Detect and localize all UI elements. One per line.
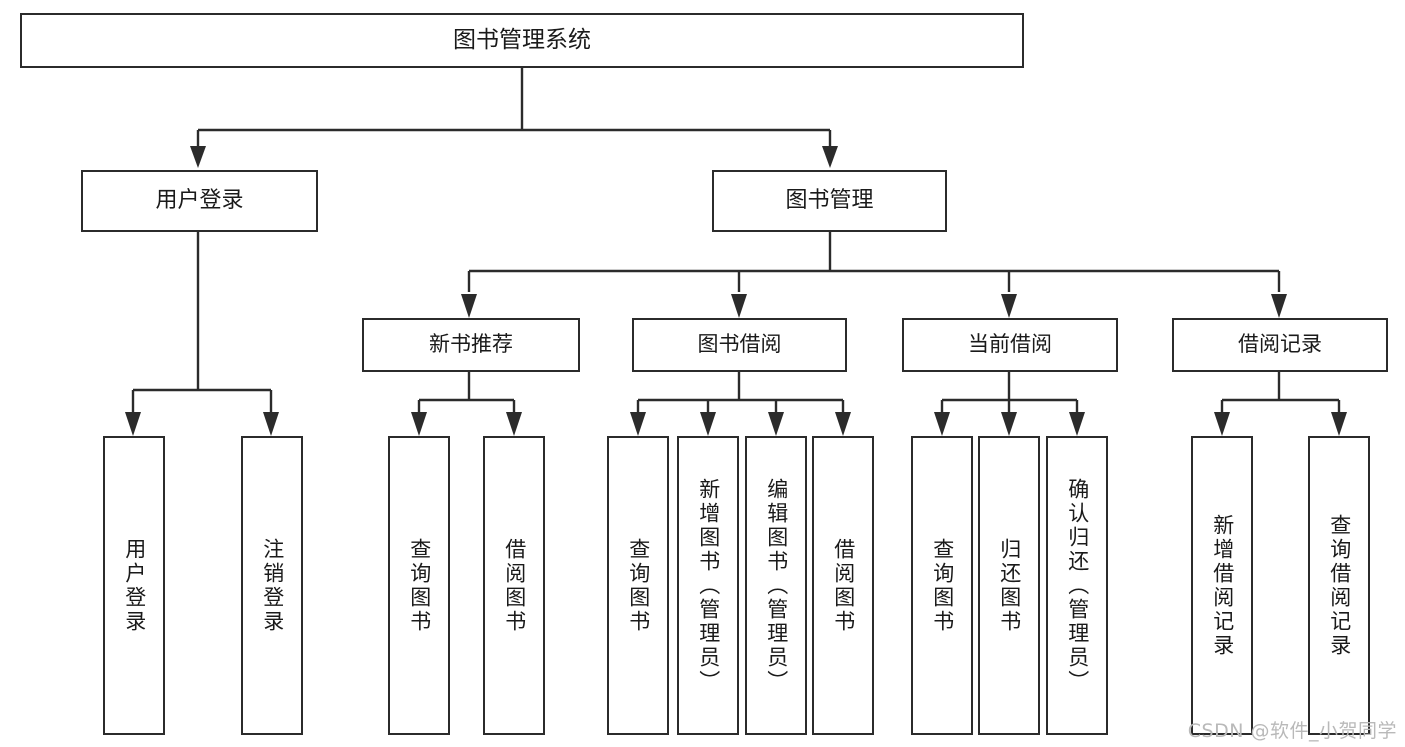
leaf-new-book-query-book[interactable]: 查询图书 bbox=[388, 436, 450, 735]
node-label: 查询图书 bbox=[930, 537, 955, 634]
leaf-book-borrow-query-book[interactable]: 查询图书 bbox=[607, 436, 669, 735]
leaf-current-borrow-return-book[interactable]: 归还图书 bbox=[978, 436, 1040, 735]
node-label: 新增借阅记录 bbox=[1210, 513, 1235, 658]
leaf-borrow-record-add-record[interactable]: 新增借阅记录 bbox=[1191, 436, 1253, 735]
node-label: 归还图书 bbox=[997, 537, 1022, 634]
leaf-book-borrow-borrow-book[interactable]: 借阅图书 bbox=[812, 436, 874, 735]
node-label: 图书借阅 bbox=[697, 332, 782, 357]
leaf-user-login-login[interactable]: 用户登录 bbox=[103, 436, 165, 735]
node-label: 查询图书 bbox=[626, 537, 651, 634]
node-label: 借阅图书 bbox=[502, 537, 527, 634]
leaf-new-book-borrow-book[interactable]: 借阅图书 bbox=[483, 436, 545, 735]
node-label: 查询借阅记录 bbox=[1327, 513, 1352, 658]
node-label: 查询图书 bbox=[407, 537, 432, 634]
node-user-login[interactable]: 用户登录 bbox=[81, 170, 318, 232]
node-book-management[interactable]: 图书管理 bbox=[712, 170, 947, 232]
leaf-borrow-record-query-record[interactable]: 查询借阅记录 bbox=[1308, 436, 1370, 735]
node-label: 图书管理 bbox=[785, 187, 874, 213]
node-label: 注销登录 bbox=[260, 537, 285, 634]
leaf-book-borrow-add-book-admin[interactable]: 新增图书（管理员） bbox=[677, 436, 739, 735]
node-label: 借阅记录 bbox=[1238, 332, 1322, 357]
node-label: 图书管理系统 bbox=[453, 26, 591, 53]
leaf-current-borrow-confirm-return-admin[interactable]: 确认归还（管理员） bbox=[1046, 436, 1108, 735]
leaf-book-borrow-edit-book-admin[interactable]: 编辑图书（管理员） bbox=[745, 436, 807, 735]
node-label: 借阅图书 bbox=[831, 537, 856, 634]
leaf-current-borrow-query-book[interactable]: 查询图书 bbox=[911, 436, 973, 735]
node-borrow-record[interactable]: 借阅记录 bbox=[1172, 318, 1388, 372]
node-label: 当前借阅 bbox=[968, 332, 1052, 357]
node-label: 用户登录 bbox=[122, 537, 147, 634]
node-label: 新增图书（管理员） bbox=[696, 477, 721, 694]
node-root-book-management-system[interactable]: 图书管理系统 bbox=[20, 13, 1024, 68]
node-label: 编辑图书（管理员） bbox=[764, 477, 789, 694]
node-label: 确认归还（管理员） bbox=[1065, 477, 1090, 694]
leaf-user-login-logout[interactable]: 注销登录 bbox=[241, 436, 303, 735]
node-label: 用户登录 bbox=[155, 187, 244, 213]
node-new-book-recommend[interactable]: 新书推荐 bbox=[362, 318, 580, 372]
node-book-borrow[interactable]: 图书借阅 bbox=[632, 318, 847, 372]
node-current-borrow[interactable]: 当前借阅 bbox=[902, 318, 1118, 372]
node-label: 新书推荐 bbox=[429, 332, 513, 357]
csdn-watermark: CSDN @软件_小贺同学 bbox=[1187, 720, 1397, 742]
